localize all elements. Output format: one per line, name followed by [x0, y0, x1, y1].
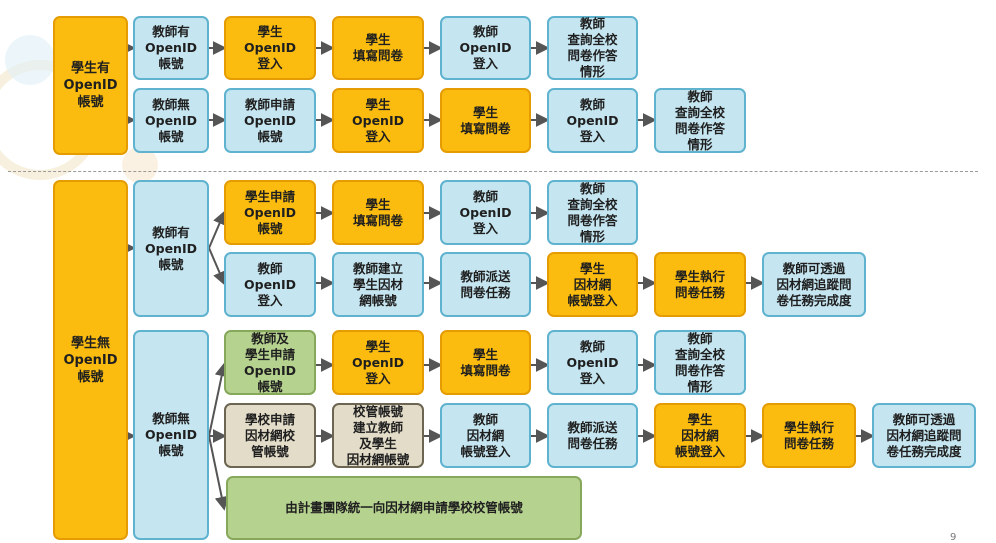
top-row2-step-1: 教師無 OpenID 帳號: [133, 88, 209, 153]
rowB-step-2: 教師建立 學生因材 網帳號: [332, 252, 424, 317]
top-row2-step-6: 教師 查詢全校 問卷作答 情形: [654, 88, 746, 153]
rowD-step-1: 學校申請 因材網校 管帳號: [224, 403, 316, 468]
rowD-step-6: 學生執行 問卷任務: [762, 403, 856, 468]
rowA-step-2: 學生 填寫問卷: [332, 180, 424, 245]
rowC-step-2: 學生 OpenID 登入: [332, 330, 424, 395]
top-row1-step-4: 教師 OpenID 登入: [440, 16, 531, 80]
rowD-step-5: 學生 因材網 帳號登入: [654, 403, 746, 468]
rowB-step-4: 學生 因材網 帳號登入: [547, 252, 638, 317]
rowC-step-1: 教師及 學生申請 OpenID 帳號: [224, 330, 316, 395]
rowB-step-3: 教師派送 問卷任務: [440, 252, 531, 317]
top-row1-step-5: 教師 查詢全校 問卷作答 情形: [547, 16, 638, 80]
top-row1-step-1: 教師有 OpenID 帳號: [133, 16, 209, 80]
rowD-step-7: 教師可透過 因材網追蹤問 卷任務完成度: [872, 403, 976, 468]
student-has-openid-box: 學生有 OpenID 帳號: [53, 16, 128, 155]
rowB-step-1: 教師 OpenID 登入: [224, 252, 316, 317]
rowB-step-6: 教師可透過 因材網追蹤問 卷任務完成度: [762, 252, 866, 317]
top-row2-step-4: 學生 填寫問卷: [440, 88, 531, 153]
rowA-step-1: 學生申請 OpenID 帳號: [224, 180, 316, 245]
teacher-has-openid-box: 教師有 OpenID 帳號: [133, 180, 209, 317]
section-divider: [8, 171, 978, 172]
rowA-step-3: 教師 OpenID 登入: [440, 180, 531, 245]
rowE-school-account-note: 由計畫團隊統一向因材網申請學校校管帳號: [226, 476, 582, 540]
rowD-step-4: 教師派送 問卷任務: [547, 403, 638, 468]
rowC-step-3: 學生 填寫問卷: [440, 330, 531, 395]
rowB-step-5: 學生執行 問卷任務: [654, 252, 746, 317]
top-row2-step-2: 教師申請 OpenID 帳號: [224, 88, 316, 153]
rowA-step-4: 教師 查詢全校 問卷作答 情形: [547, 180, 638, 245]
student-no-openid-box: 學生無 OpenID 帳號: [53, 180, 128, 540]
rowD-step-3: 教師 因材網 帳號登入: [440, 403, 531, 468]
teacher-no-openid-box: 教師無 OpenID 帳號: [133, 330, 209, 540]
top-row1-step-3: 學生 填寫問卷: [332, 16, 424, 80]
rowD-step-2: 校管帳號 建立教師 及學生 因材網帳號: [332, 403, 424, 468]
rowC-step-5: 教師 查詢全校 問卷作答 情形: [654, 330, 746, 395]
top-row2-step-3: 學生 OpenID 登入: [332, 88, 424, 153]
top-row2-step-5: 教師 OpenID 登入: [547, 88, 638, 153]
top-row1-step-2: 學生 OpenID 登入: [224, 16, 316, 80]
rowC-step-4: 教師 OpenID 登入: [547, 330, 638, 395]
